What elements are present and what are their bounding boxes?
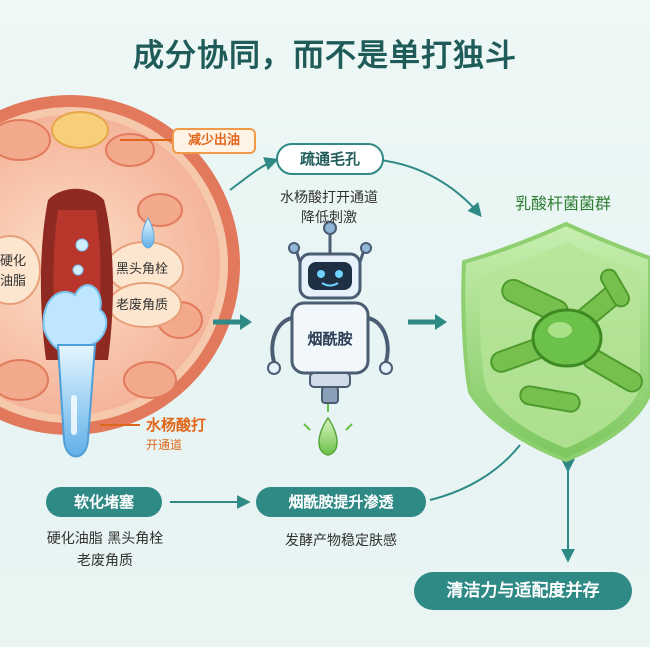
arrow-to-shield bbox=[379, 159, 482, 218]
callout-reduce-oil: 减少出油 bbox=[172, 128, 256, 154]
pill-unclog-pores: 疏通毛孔 bbox=[276, 143, 384, 175]
pill-cleansing-compatibility: 清洁力与适配度并存 bbox=[414, 572, 632, 610]
niacinamide-desc: 发酵产物稳定肤感 bbox=[285, 533, 397, 549]
bacteria-main bbox=[531, 308, 603, 368]
soften-desc-1: 硬化油脂 黑头角栓 bbox=[46, 531, 164, 547]
label-blackhead: 黑头角栓 bbox=[116, 262, 169, 277]
salicylic-tube bbox=[56, 344, 97, 458]
shield-label: 乳酸杆菌菌群 bbox=[514, 194, 611, 213]
label-salicylic: 水杨酸打 bbox=[146, 416, 207, 434]
robot-label: 烟酰胺 bbox=[307, 330, 353, 348]
sebum-cell bbox=[0, 235, 41, 305]
soften-desc-2: 老废角质 bbox=[77, 553, 133, 569]
robot-niacinamide bbox=[267, 221, 393, 404]
arrow-to-unclog bbox=[229, 157, 279, 191]
unclog-desc-1: 水杨酸打开通道 bbox=[280, 190, 378, 206]
green-droplet bbox=[318, 416, 338, 456]
label-old-keratin: 老废角质 bbox=[116, 298, 169, 313]
unclog-desc-2: 降低刺激 bbox=[301, 210, 357, 226]
label-hardened-sebum: 硬化 油脂 bbox=[0, 254, 27, 289]
pill-soften-clog: 软化堵塞 bbox=[46, 487, 162, 517]
label-salicylic-sub: 开通道 bbox=[146, 438, 183, 452]
water-droplet bbox=[141, 216, 155, 249]
oil-gland bbox=[51, 111, 109, 149]
pill-niacinamide-penetration: 烟酰胺提升渗透 bbox=[256, 487, 426, 517]
page-title: 成分协同，而不是单打独斗 bbox=[133, 38, 517, 74]
shield-lactobacillus bbox=[461, 221, 650, 463]
arrow-bottom-to-shield bbox=[429, 444, 521, 501]
